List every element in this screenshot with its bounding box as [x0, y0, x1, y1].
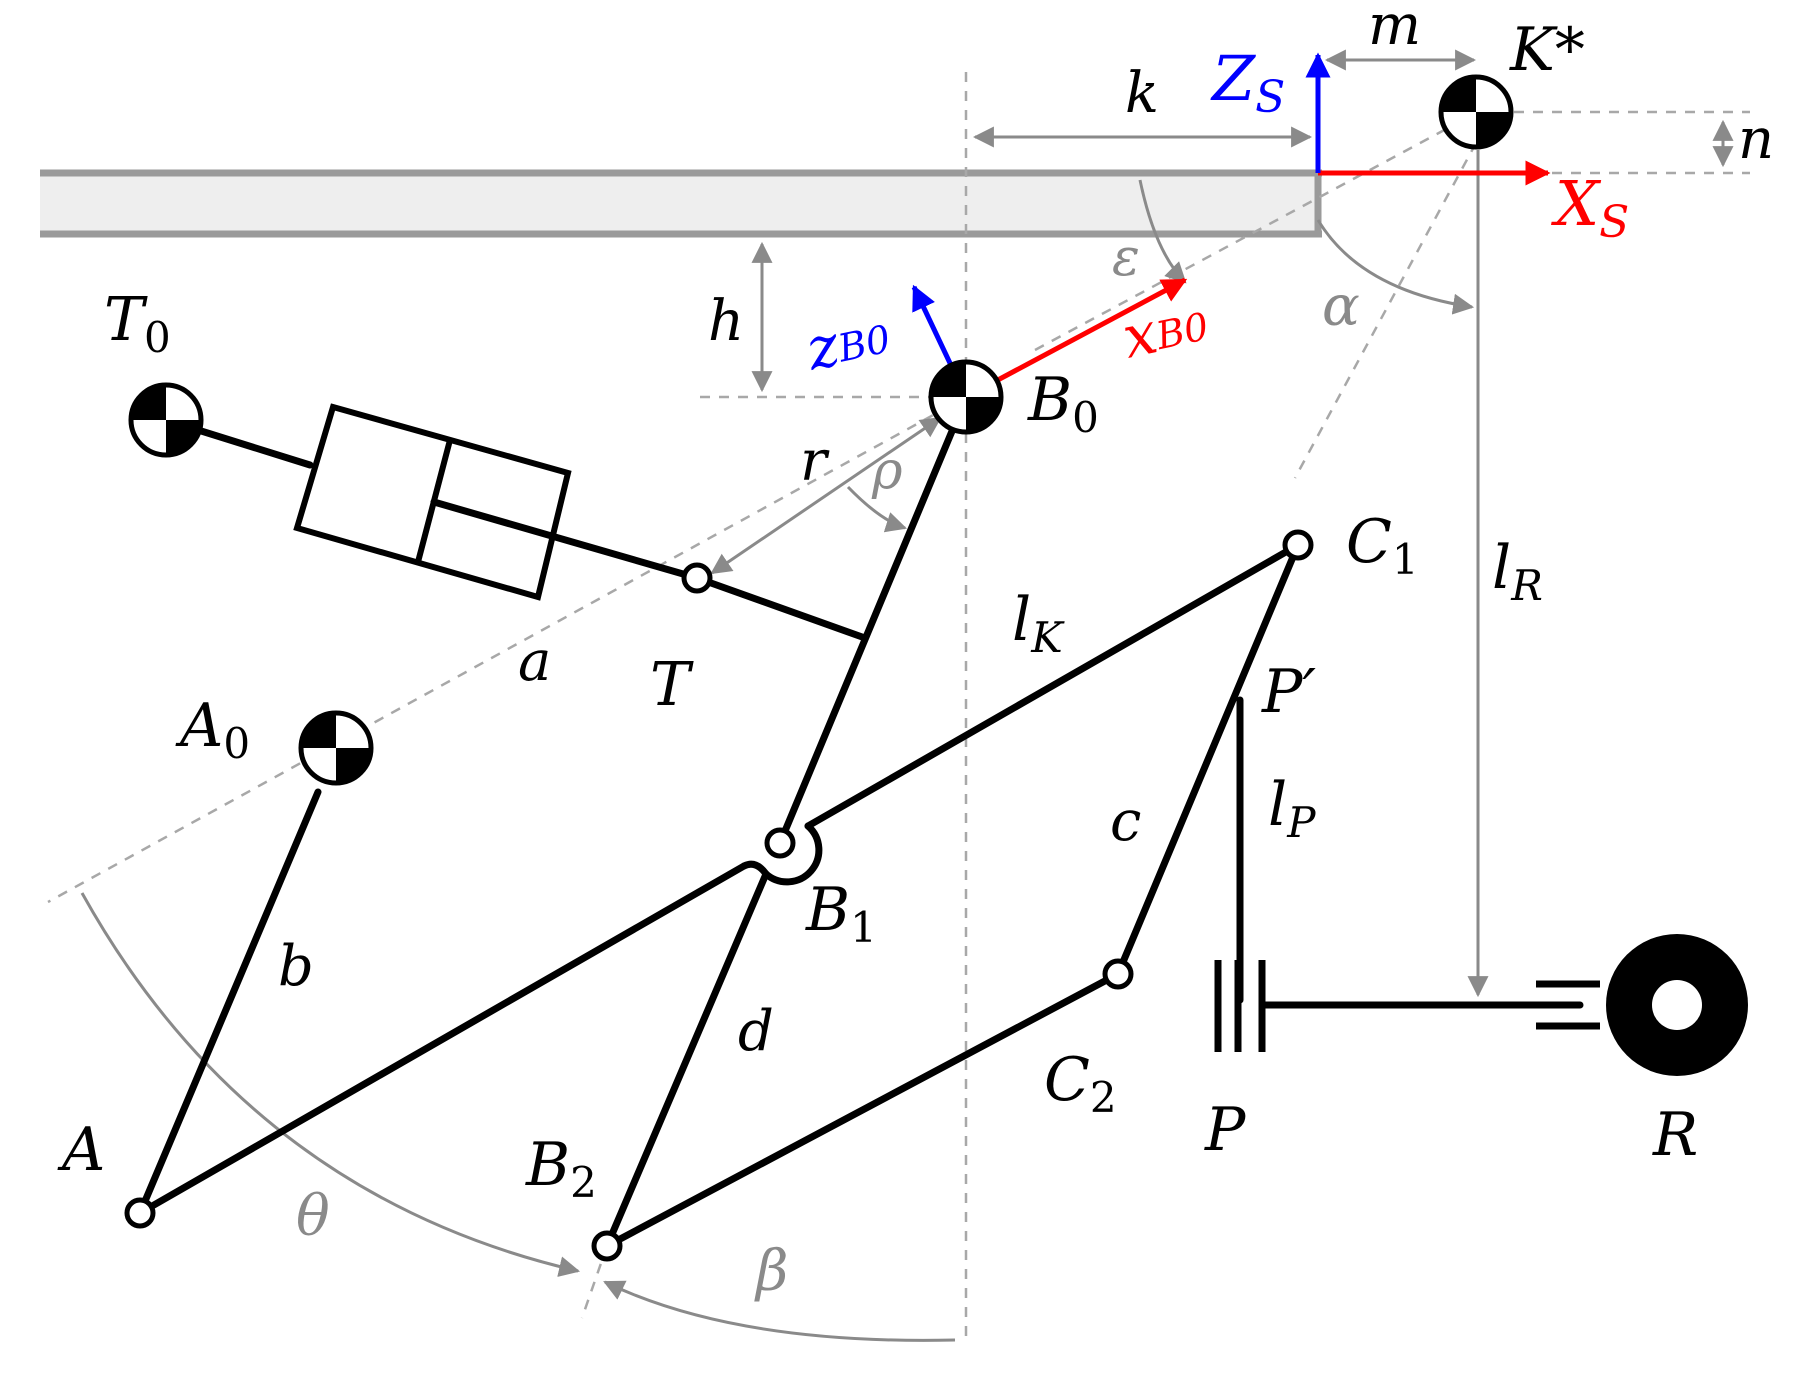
label-C2: C2: [1044, 1045, 1117, 1122]
wheel-icon: [1606, 934, 1748, 1076]
label-lP: lP: [1268, 770, 1316, 847]
damper-rod-right: [430, 498, 701, 582]
center-of-mass-A0: [298, 710, 374, 786]
spring-icon: [1214, 960, 1266, 1052]
label-B0: B0: [1027, 365, 1099, 442]
construction-lines: [47, 72, 1750, 1345]
label-A0: A0: [175, 691, 250, 768]
label-A: A: [57, 1115, 105, 1185]
joint-B1: [764, 827, 796, 859]
joints: [124, 529, 1314, 1262]
label-zB0: zB0: [800, 300, 896, 384]
label-lR: lR: [1492, 533, 1543, 610]
center-of-mass-T0: [128, 382, 204, 458]
label-a: a: [518, 629, 551, 694]
dimension-r: [710, 416, 942, 575]
arc-theta: [80, 892, 581, 1277]
label-c: c: [1110, 789, 1141, 854]
label-ZS: ZS: [1210, 42, 1285, 123]
k-star-to-c1-line: [1293, 142, 1478, 479]
label-B1: B1: [805, 875, 877, 952]
label-theta: θ: [296, 1184, 330, 1249]
link-a-b1: [136, 862, 748, 1217]
center-of-mass-icon: [1438, 74, 1514, 150]
label-k: k: [1125, 61, 1159, 126]
center-of-mass-icon: [128, 382, 204, 458]
joint-B2: [591, 1230, 623, 1262]
label-T0: T0: [104, 285, 171, 362]
xb0-axis: [964, 277, 1188, 400]
joint-C2: [1102, 958, 1134, 990]
center-of-mass-B0: [928, 359, 1004, 435]
label-r: r: [800, 429, 830, 494]
link-b0-b1: [776, 408, 964, 847]
label-R: R: [1652, 1100, 1698, 1170]
b2-extension: [580, 1245, 609, 1319]
label-C1: C1: [1346, 507, 1419, 584]
link-c: [1114, 541, 1302, 978]
label-P-prime: P′: [1261, 657, 1316, 727]
frame-bar: [40, 169, 1322, 238]
link-d: [603, 870, 770, 1250]
label-m: m: [1368, 0, 1421, 58]
label-K-star: K*: [1509, 15, 1585, 85]
label-beta: β: [754, 1239, 788, 1304]
center-of-mass-icon: [928, 359, 1004, 435]
label-P: P: [1204, 1095, 1247, 1165]
label-epsilon: ε: [1112, 228, 1140, 288]
link-lK: [804, 541, 1302, 830]
joint-A: [124, 1197, 156, 1229]
label-n: n: [1738, 107, 1774, 172]
wheel-bracket: [1536, 980, 1600, 1030]
label-lK: lK: [1012, 585, 1065, 662]
label-alpha: α: [1322, 274, 1360, 339]
arc-epsilon: [1138, 179, 1187, 284]
joint-C1: [1282, 529, 1314, 561]
link-t-perpendicular: [693, 574, 869, 642]
arc-alpha: [1316, 219, 1475, 315]
label-d: d: [738, 999, 774, 1064]
center-of-mass-icon: [298, 710, 374, 786]
label-h: h: [708, 289, 744, 354]
b1-arc-joint: [762, 822, 823, 886]
label-B2: B2: [525, 1130, 597, 1207]
label-T: T: [650, 650, 694, 720]
dimension-lines: [80, 49, 1734, 1342]
arc-rho: [846, 485, 907, 533]
b1-pin-hook: [740, 860, 770, 878]
center-of-mass-K-star: [1438, 74, 1514, 150]
joint-T: [681, 562, 713, 594]
label-xB0: xB0: [1117, 288, 1214, 372]
b0-to-k-star-line: [1034, 111, 1477, 352]
link-b: [136, 788, 322, 1217]
line-a-extension: [47, 395, 967, 904]
label-rho: ρ: [871, 441, 903, 501]
label-b: b: [278, 934, 314, 999]
link-b2-c2: [603, 970, 1122, 1250]
arc-beta: [603, 1280, 956, 1342]
labels: T0 A0 B0 B1 B2 C1 C2 A T P P′ R K* a b c…: [57, 0, 1774, 1304]
label-XS: XS: [1551, 167, 1629, 248]
